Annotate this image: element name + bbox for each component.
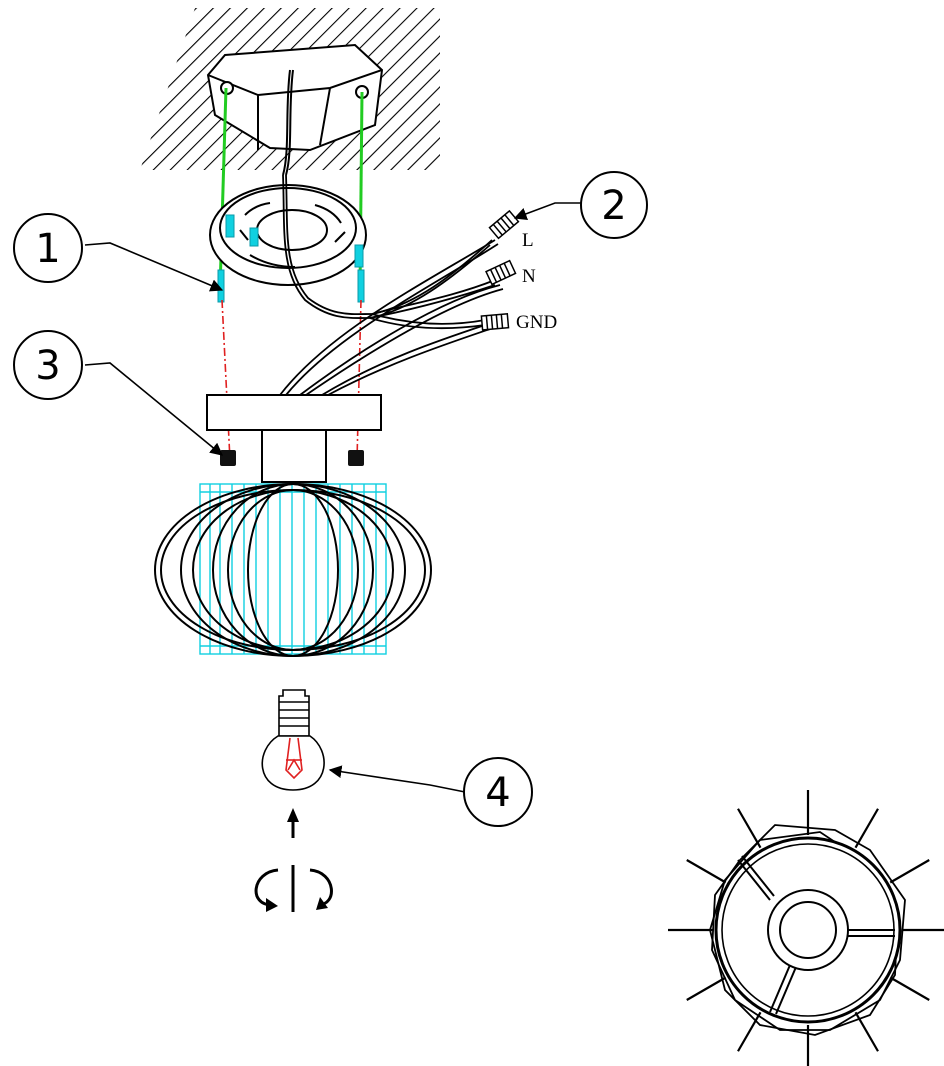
canopy-icon xyxy=(206,394,382,483)
spike-line xyxy=(889,976,930,1001)
spike-line xyxy=(854,808,879,849)
connector-icon xyxy=(480,209,520,331)
rotate-arrow-icon xyxy=(254,808,333,912)
top-view-icon xyxy=(668,790,944,1066)
wire-label-live: L xyxy=(522,230,534,251)
callout-2: 2 xyxy=(580,171,648,239)
spike-line xyxy=(889,859,930,884)
svg-text:4: 4 xyxy=(485,770,510,816)
wire-label-ground: GND xyxy=(516,312,557,333)
cap-nut-icon xyxy=(220,450,364,466)
spike-line xyxy=(737,808,762,849)
junction-box-icon xyxy=(206,43,384,176)
svg-text:1: 1 xyxy=(35,226,60,272)
svg-text:2: 2 xyxy=(601,183,626,229)
lamp-shade-icon xyxy=(154,483,432,657)
bulb-icon xyxy=(261,689,325,791)
callout-3: 3 xyxy=(13,330,83,400)
spike-line xyxy=(737,1011,762,1052)
svg-text:3: 3 xyxy=(35,343,60,389)
spike-line xyxy=(686,976,727,1001)
fixture-wires xyxy=(279,239,504,396)
callout-4: 4 xyxy=(463,757,533,827)
callout-leaders xyxy=(84,202,585,793)
wire-label-neutral: N xyxy=(522,266,536,287)
spike-line xyxy=(686,859,727,884)
callout-1: 1 xyxy=(13,213,83,283)
